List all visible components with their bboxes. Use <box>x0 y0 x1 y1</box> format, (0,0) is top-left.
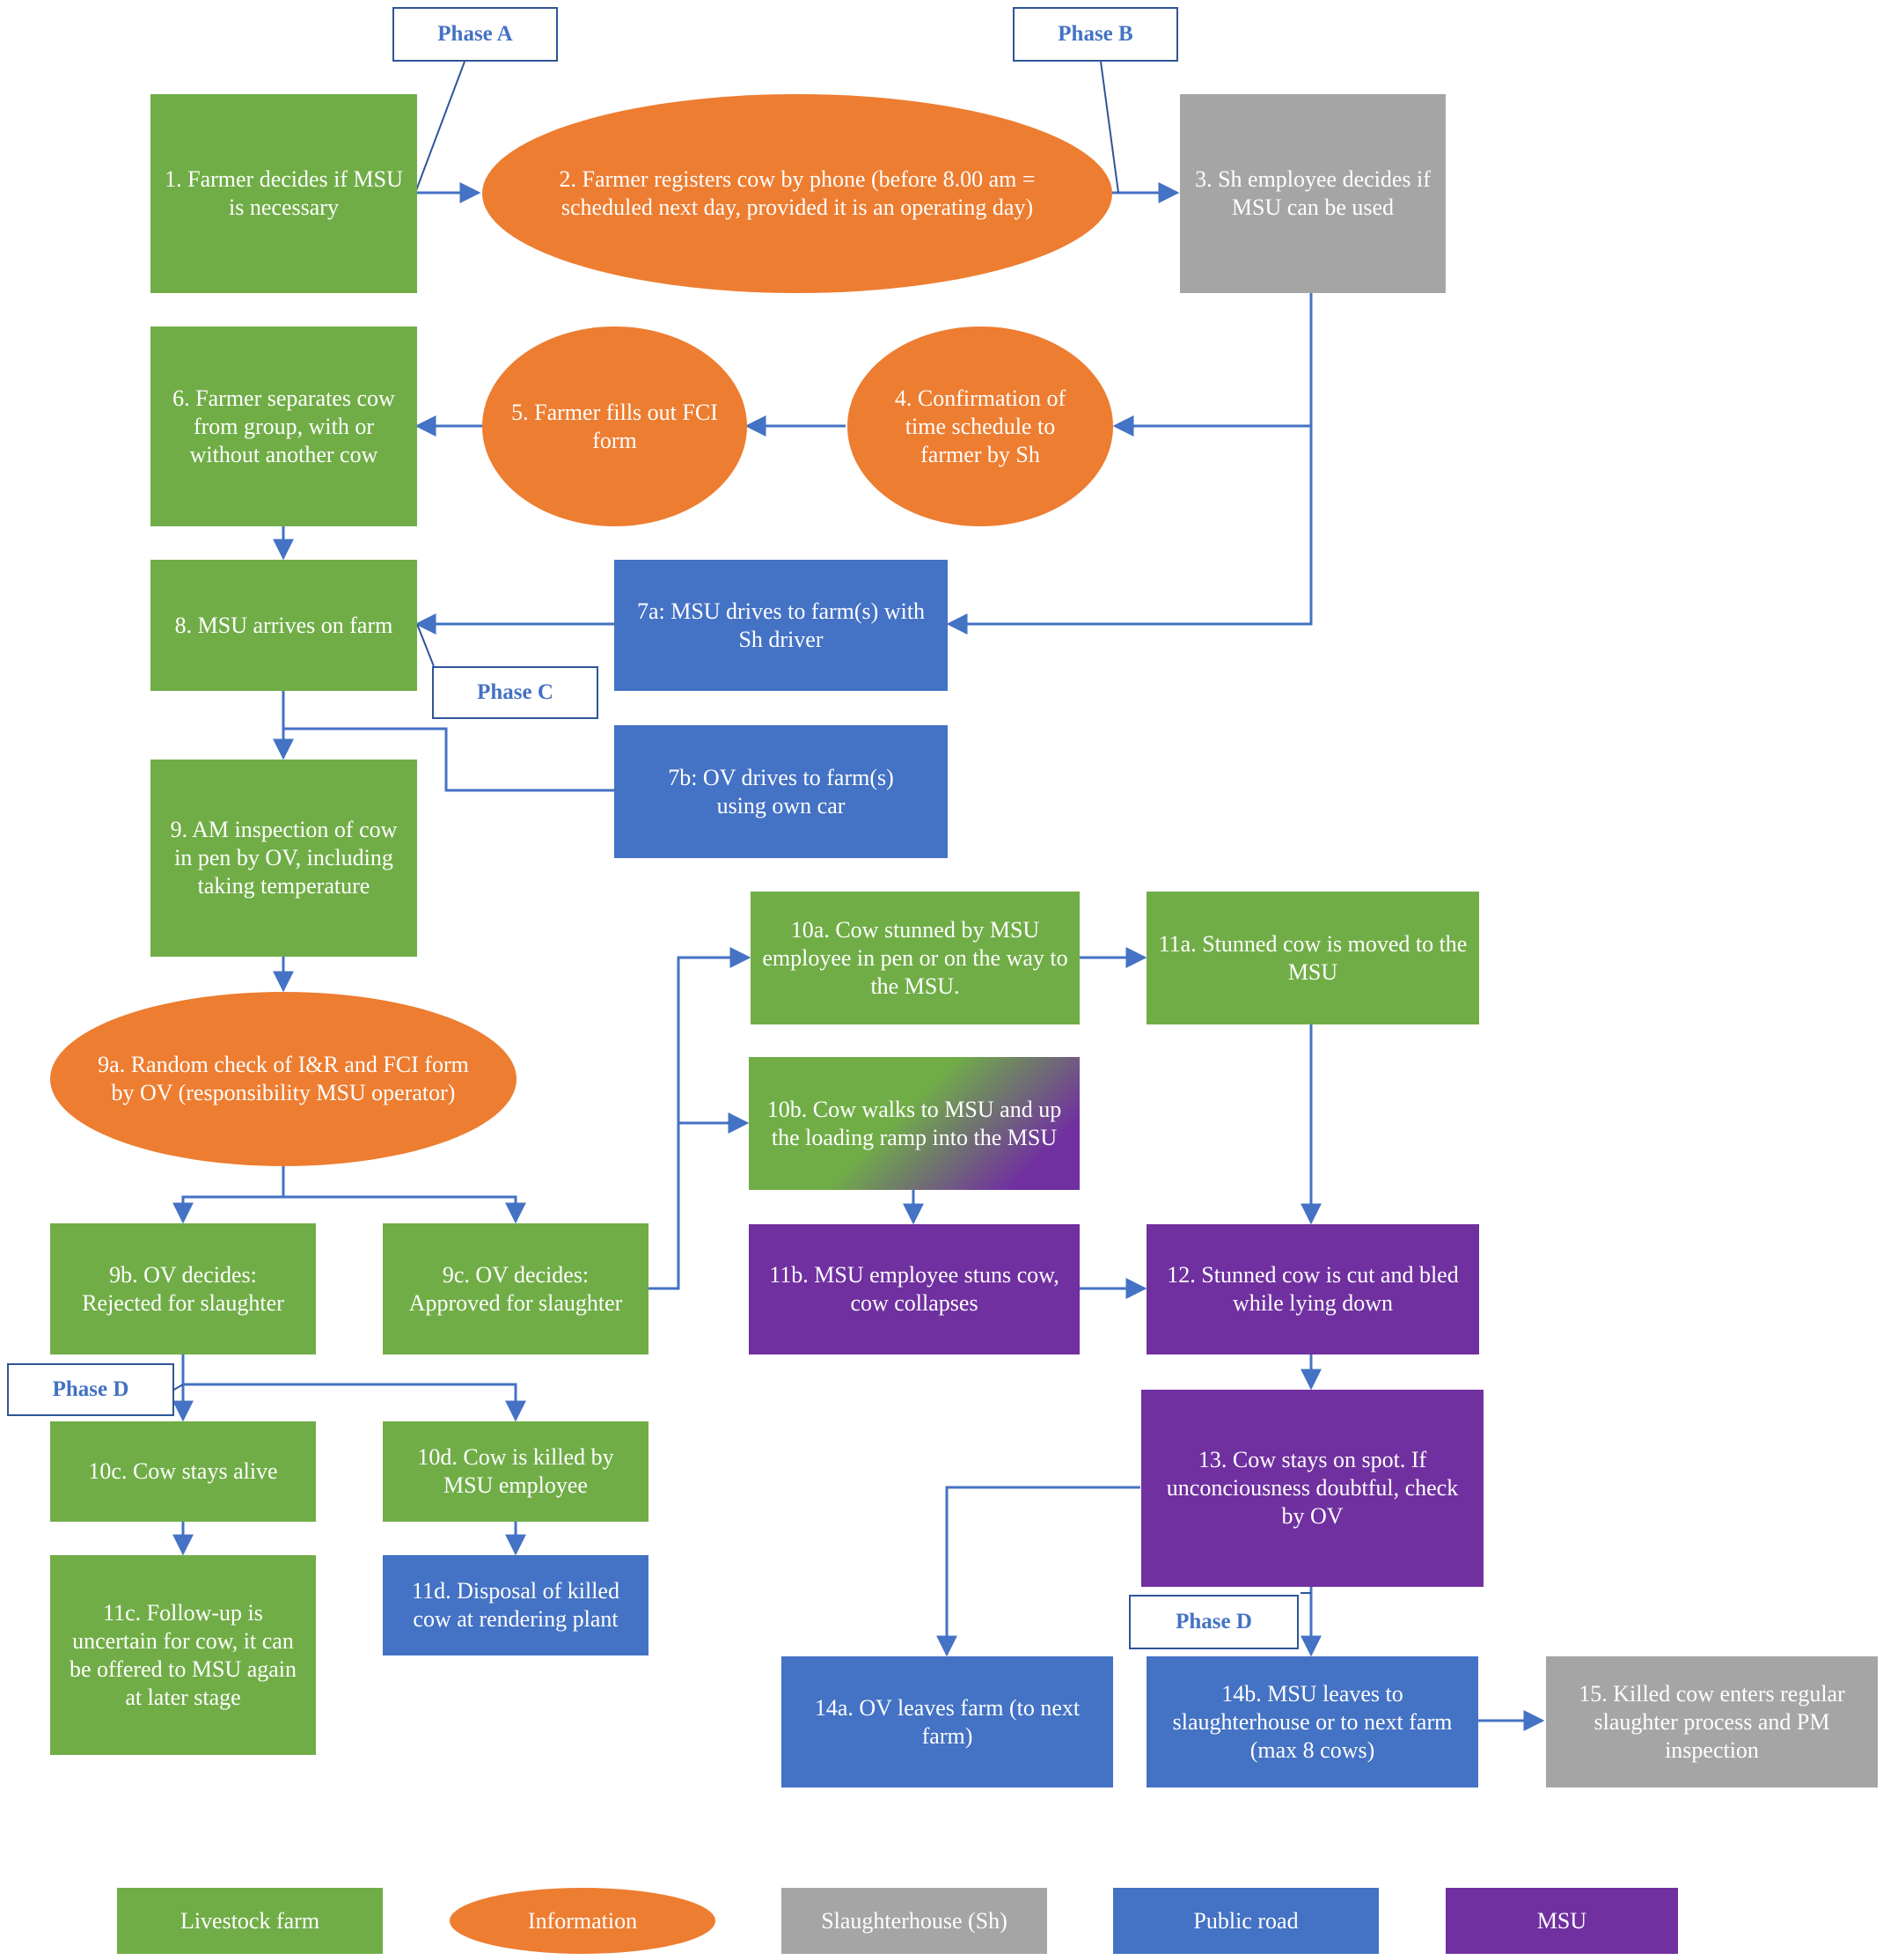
step-5-fci-form: 5. Farmer fills out FCI form <box>482 327 747 526</box>
arrow-9a-to-9c <box>283 1195 526 1224</box>
phase-b-label: Phase B <box>1013 7 1178 62</box>
arrow-7b-to-9 <box>283 727 614 792</box>
step-9a-random-check: 9a. Random check of I&R and FCI form by … <box>50 992 517 1166</box>
phase-d2-label: Phase D <box>1129 1595 1299 1649</box>
phase-b-pointer <box>1100 61 1119 194</box>
step-6-farmer-separates: 6. Farmer separates cow from group, with… <box>150 327 417 526</box>
arrow-13-to-14a <box>936 1486 1140 1657</box>
phase-a-pointer <box>414 61 465 194</box>
step-14a-ov-leaves: 14a. OV leaves farm (to next farm) <box>781 1656 1113 1787</box>
phase-d1-label: Phase D <box>7 1363 174 1416</box>
step-10d-cow-killed: 10d. Cow is killed by MSU employee <box>383 1421 648 1522</box>
step-7a-msu-drives: 7a: MSU drives to farm(s) with Sh driver <box>614 560 948 691</box>
step-10c-cow-stays-alive: 10c. Cow stays alive <box>50 1421 316 1522</box>
step-4-confirmation: 4. Confirmation of time schedule to farm… <box>847 327 1113 526</box>
step-1-farmer-decides: 1. Farmer decides if MSU is necessary <box>150 94 417 293</box>
phase-c-label: Phase C <box>432 666 598 719</box>
legend-public-road: Public road <box>1113 1888 1379 1954</box>
arrow-3-to-7a <box>946 426 1313 635</box>
phase-d1-pointer <box>172 1384 184 1391</box>
arrow-9a-split <box>172 1166 285 1224</box>
arrow-9b-to-10d <box>183 1383 526 1422</box>
step-11b-msu-stuns: 11b. MSU employee stuns cow, cow collaps… <box>749 1224 1080 1354</box>
step-13-cow-stays-on-spot: 13. Cow stays on spot. If unconciousness… <box>1141 1390 1484 1587</box>
legend-livestock-farm: Livestock farm <box>117 1888 383 1954</box>
step-11c-follow-up: 11c. Follow-up is uncertain for cow, it … <box>50 1555 316 1755</box>
step-12-cut-and-bled: 12. Stunned cow is cut and bled while ly… <box>1147 1224 1479 1354</box>
step-3-sh-employee-decides: 3. Sh employee decides if MSU can be use… <box>1180 94 1446 293</box>
step-9c-approved: 9c. OV decides: Approved for slaughter <box>383 1223 648 1354</box>
step-10b-cow-walks: 10b. Cow walks to MSU and up the loading… <box>749 1057 1080 1190</box>
step-2-farmer-registers: 2. Farmer registers cow by phone (before… <box>482 94 1112 293</box>
legend-information: Information <box>450 1888 715 1954</box>
arrow-3-to-4 <box>1112 292 1313 437</box>
step-8-msu-arrives: 8. MSU arrives on farm <box>150 560 417 691</box>
step-9b-rejected: 9b. OV decides: Rejected for slaughter <box>50 1223 316 1354</box>
step-11d-disposal: 11d. Disposal of killed cow at rendering… <box>383 1555 648 1655</box>
step-11a-moved-to-msu: 11a. Stunned cow is moved to the MSU <box>1147 892 1479 1024</box>
legend-slaughterhouse: Slaughterhouse (Sh) <box>781 1888 1047 1954</box>
step-7b-ov-drives: 7b: OV drives to farm(s) using own car <box>614 725 948 858</box>
step-14b-msu-leaves: 14b. MSU leaves to slaughterhouse or to … <box>1147 1656 1478 1787</box>
phase-a-label: Phase A <box>392 7 558 62</box>
phase-c-pointer <box>416 623 435 667</box>
step-9-am-inspection: 9. AM inspection of cow in pen by OV, in… <box>150 760 417 957</box>
step-10a-cow-stunned: 10a. Cow stunned by MSU employee in pen … <box>751 892 1080 1024</box>
step-15-regular-slaughter: 15. Killed cow enters regular slaughter … <box>1546 1656 1878 1787</box>
legend-msu: MSU <box>1446 1888 1678 1954</box>
